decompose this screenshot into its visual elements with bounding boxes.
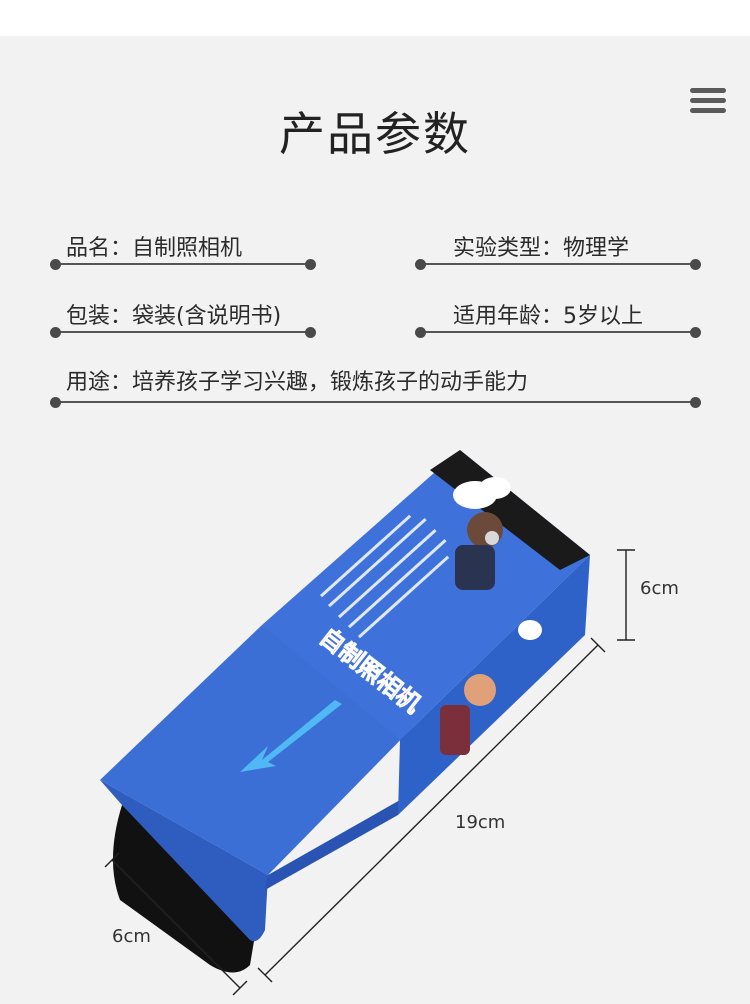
product-image: 自制照相机 6cm 19cm 6cm xyxy=(0,420,750,1000)
spec-dot-left xyxy=(415,259,426,270)
drawer-side-face xyxy=(100,780,268,942)
side-figure-head xyxy=(464,674,496,706)
height-dimension-label: 6cm xyxy=(640,578,679,599)
spec-dot-right xyxy=(690,259,701,270)
camera-box-illustration: 自制照相机 xyxy=(100,450,635,996)
spec-divider xyxy=(420,263,696,265)
spec-divider xyxy=(55,263,311,265)
spec-experiment-type: 实验类型：物理学 xyxy=(415,230,701,272)
spec-purpose: 用途：培养孩子学习兴趣，锻炼孩子的动手能力 xyxy=(50,364,701,410)
spec-divider xyxy=(55,401,696,403)
spec-label: 包装：袋装(含说明书) xyxy=(66,304,282,329)
spec-dot-right xyxy=(305,327,316,338)
spec-label: 适用年龄：5岁以上 xyxy=(453,304,643,329)
sleeve-opening xyxy=(430,450,590,570)
hamburger-menu-icon[interactable] xyxy=(690,88,726,116)
spec-dot-left xyxy=(50,397,61,408)
photographer-figure xyxy=(467,512,503,548)
instruction-text xyxy=(320,514,450,639)
spec-label: 用途：培养孩子学习兴趣，锻炼孩子的动手能力 xyxy=(66,370,529,395)
width-dimension-label: 6cm xyxy=(112,926,151,947)
box-dark-end xyxy=(112,805,265,973)
drawer-edge xyxy=(265,800,400,890)
spec-dot-left xyxy=(50,327,61,338)
spec-dot-right xyxy=(305,259,316,270)
side-figure-body xyxy=(440,705,470,755)
top-white-strip xyxy=(0,0,750,36)
cloud-icon xyxy=(479,477,511,499)
photographer-body xyxy=(455,545,495,590)
cloud-icon xyxy=(518,620,542,640)
spec-dot-left xyxy=(415,327,426,338)
spec-age-range: 适用年龄：5岁以上 xyxy=(415,298,701,340)
dimension-lines xyxy=(104,549,635,996)
spec-label: 品名：自制照相机 xyxy=(66,236,243,261)
spec-product-name: 品名：自制照相机 xyxy=(50,230,316,272)
page-title: 产品参数 xyxy=(279,107,471,161)
spec-dot-left xyxy=(50,259,61,270)
spec-divider xyxy=(55,331,311,333)
camera-icon xyxy=(485,531,499,545)
spec-packaging: 包装：袋装(含说明书) xyxy=(50,298,316,340)
spec-divider xyxy=(420,331,696,333)
spec-dot-right xyxy=(690,327,701,338)
spec-dot-right xyxy=(690,397,701,408)
arrow-icon xyxy=(240,700,342,772)
spec-label: 实验类型：物理学 xyxy=(453,236,630,261)
length-dimension-label: 19cm xyxy=(455,812,506,833)
